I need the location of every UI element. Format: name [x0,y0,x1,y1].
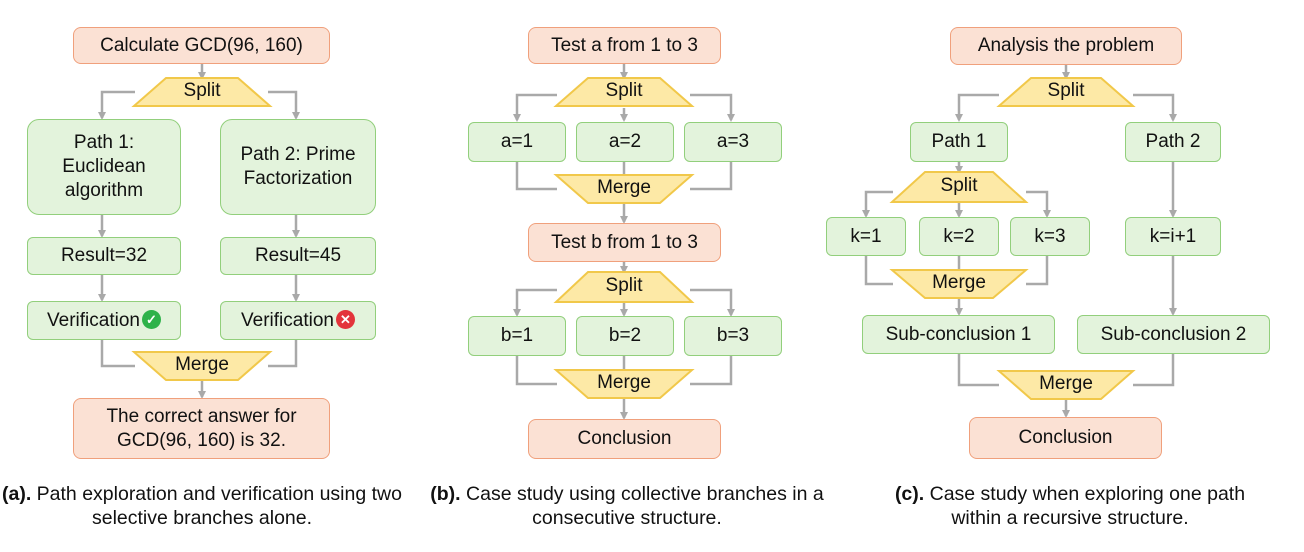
caption-b: (b). Case study using collective branche… [430,483,824,529]
split-shape [889,171,1029,203]
test-b-node: Test b from 1 to 3 [528,223,721,262]
merge-shape [889,269,1029,299]
conclusion-node: Conclusion [969,417,1162,459]
verification-1-node: Verification✓ [27,301,181,340]
a3-node: a=3 [684,122,782,162]
check-circle-icon: ✓ [141,310,161,329]
merge-shape [996,370,1136,400]
verification-2-node: Verification✕ [220,301,376,340]
answer-node: The correct answer for GCD(96, 160) is 3… [73,398,330,459]
split-shape [553,77,695,107]
merge-label: Merge [1039,373,1093,394]
k3-node: k=3 [1010,217,1090,256]
test-a-node: Test a from 1 to 3 [528,27,721,64]
sub-conclusion-1-node: Sub-conclusion 1 [862,315,1055,354]
caption-c: (c). Case study when exploring one path … [894,483,1246,529]
split-label: Split [1047,80,1085,101]
split-shape [996,77,1136,107]
merge-shape [553,369,695,399]
k-i-plus-1-node: k=i+1 [1125,217,1221,256]
merge-label: Merge [932,272,986,293]
k1-node: k=1 [826,217,906,256]
b1-node: b=1 [468,316,566,356]
split-label: Split [183,80,221,101]
path-1-node: Path 1: Euclidean algorithm [27,119,181,215]
result-2-node: Result=45 [220,237,376,275]
split-label: Split [605,80,643,101]
b2-node: b=2 [576,316,674,356]
split-shape [131,77,273,107]
analysis-node: Analysis the problem [950,27,1182,65]
cross-circle-icon: ✕ [335,310,355,329]
a2-node: a=2 [576,122,674,162]
a1-node: a=1 [468,122,566,162]
merge-label: Merge [597,372,651,393]
split-label: Split [940,175,978,196]
path-1-node: Path 1 [910,122,1008,162]
sub-conclusion-2-node: Sub-conclusion 2 [1077,315,1270,354]
result-1-node: Result=32 [27,237,181,275]
b3-node: b=3 [684,316,782,356]
path-2-node: Path 2 [1125,122,1221,162]
conclusion-node: Conclusion [528,419,721,459]
split-shape [553,271,695,303]
merge-shape [553,174,695,204]
split-label: Split [605,275,643,296]
caption-a: (a). Path exploration and verification u… [2,483,402,529]
merge-label: Merge [175,354,229,375]
calculate-gcd-node: Calculate GCD(96, 160) [73,27,330,64]
merge-shape [131,351,273,381]
k2-node: k=2 [919,217,999,256]
merge-label: Merge [597,177,651,198]
path-2-node: Path 2: Prime Factorization [220,119,376,215]
